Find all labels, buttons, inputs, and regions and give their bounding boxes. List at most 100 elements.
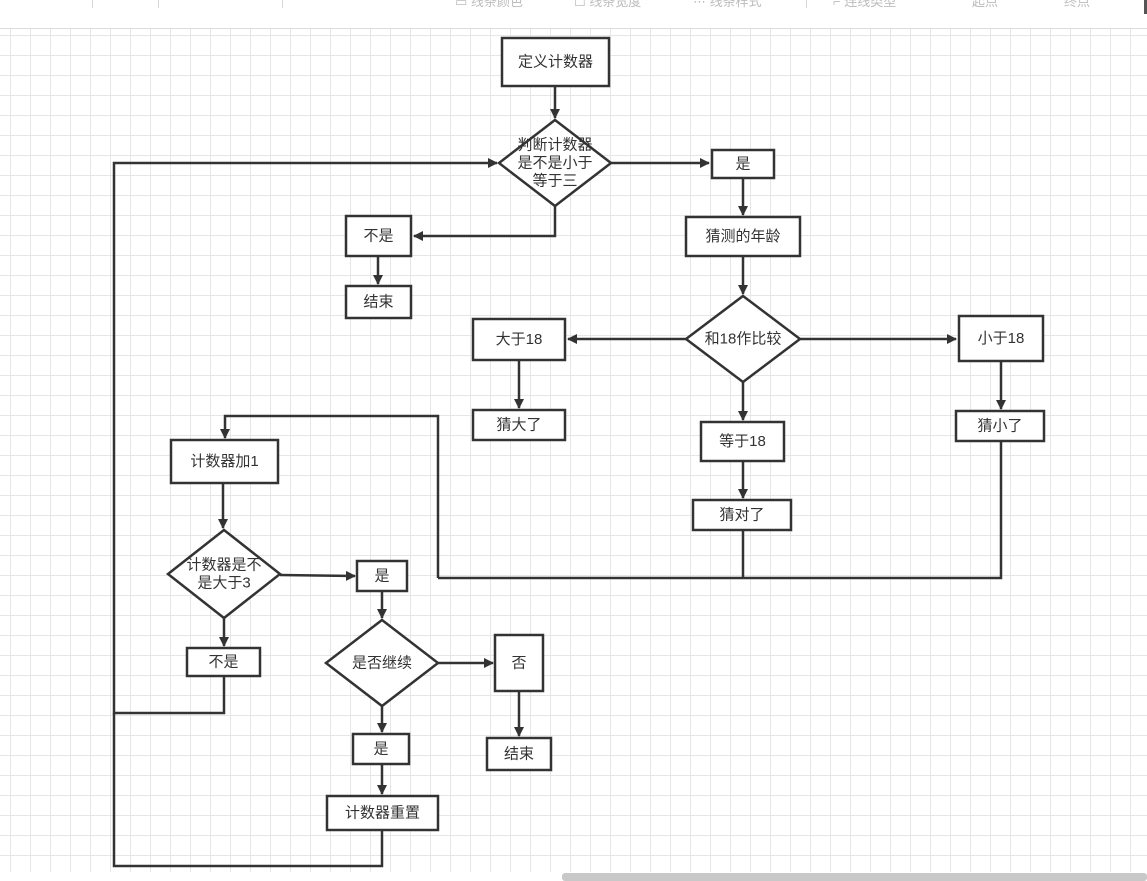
connector-no-2-to-check-counter[interactable]: [112, 158, 498, 715]
node-label: 计数器加1: [190, 453, 258, 470]
node-guess-right[interactable]: 猜对了: [691, 498, 793, 532]
node-label: 是大于3: [197, 575, 250, 592]
node-label: 计数器重置: [345, 805, 420, 822]
node-yes-2[interactable]: 是: [355, 559, 409, 593]
process-shape: [344, 284, 413, 320]
toolbar-separator: [282, 0, 283, 8]
process-shape: [954, 409, 1046, 443]
process-shape: [493, 633, 545, 693]
toolbar-line-width[interactable]: ☐ 线条宽度: [574, 0, 641, 12]
connector-guess-small-to-merge[interactable]: [438, 441, 1003, 580]
node-label: 是否继续: [352, 655, 412, 672]
node-compare-18[interactable]: 和18作比较: [683, 294, 803, 384]
decision-shape: [165, 528, 283, 620]
process-shape: [699, 420, 786, 463]
node-label: 等于三: [532, 172, 577, 190]
node-end-1[interactable]: 结束: [344, 284, 413, 320]
connector-check-counter-to-no-1[interactable]: [413, 206, 557, 241]
process-shape: [485, 736, 553, 772]
node-label: 猜小了: [977, 418, 1022, 435]
node-label: 是: [374, 568, 389, 585]
node-label: 是: [373, 741, 388, 758]
connector-icon: ⌐: [833, 0, 845, 9]
node-label: 大于18: [496, 331, 543, 348]
toolbar-end-point[interactable]: 终点: [1064, 0, 1090, 12]
decision-shape: [496, 118, 614, 208]
node-guess-big[interactable]: 猜大了: [471, 408, 567, 442]
node-label: 不是: [363, 228, 393, 245]
node-reset-counter[interactable]: 计数器重置: [325, 794, 440, 832]
toolbar-start-point[interactable]: 起点: [972, 0, 998, 12]
toolbar-label: 线条宽度: [589, 0, 642, 9]
decision-shape: [683, 294, 803, 384]
toolbar-line-color[interactable]: ▭ 线条颜色: [455, 0, 523, 12]
node-label: 是不是小于: [517, 155, 592, 172]
toolbar-label: 线条颜色: [470, 0, 523, 9]
node-define-counter[interactable]: 定义计数器: [500, 36, 611, 88]
node-label: 等于18: [719, 432, 766, 450]
node-label: 结束: [504, 746, 534, 763]
process-shape: [471, 408, 567, 442]
toolbar-label: 连线类型: [844, 0, 897, 9]
node-label: 猜对了: [719, 507, 764, 524]
process-shape: [185, 646, 262, 678]
node-label: 是: [735, 156, 750, 173]
line-color-icon: ▭: [455, 0, 471, 9]
process-shape: [471, 317, 567, 362]
toolbar-label: 起点: [972, 0, 999, 9]
node-label: 否: [511, 655, 526, 672]
node-no-1[interactable]: 不是: [344, 214, 413, 258]
node-label: 猜测的年龄: [705, 228, 780, 245]
toolbar-separator: [158, 0, 159, 8]
toolbar-line-style[interactable]: ⋯ 线条样式: [693, 0, 762, 12]
node-label: 计数器是不: [186, 557, 261, 574]
node-end-2[interactable]: 结束: [485, 736, 553, 772]
line-style-icon: ⋯: [693, 0, 710, 9]
process-shape: [351, 732, 411, 766]
node-guess-age[interactable]: 猜测的年龄: [684, 215, 802, 258]
connector-reset-counter-to-left-loop[interactable]: [112, 713, 384, 868]
format-toolbar: ▭ 线条颜色 ☐ 线条宽度 ⋯ 线条样式 ⌐ 连线类型 起点 终点: [0, 0, 1147, 29]
node-greater-18[interactable]: 大于18: [471, 317, 567, 362]
node-label: 定义计数器: [518, 54, 593, 71]
process-shape: [684, 215, 802, 258]
toolbar-edge: [1144, 0, 1147, 14]
node-guess-small[interactable]: 猜小了: [954, 409, 1046, 443]
line-width-icon: ☐: [574, 0, 590, 9]
node-label: 小于18: [978, 330, 1025, 347]
connector-merge-to-counter-plus-1[interactable]: [220, 414, 440, 578]
node-continue[interactable]: 是否继续: [323, 618, 441, 708]
connector-check-gt-3-to-yes-2[interactable]: [279, 570, 356, 581]
decision-shape: [323, 618, 441, 708]
process-shape: [169, 438, 280, 485]
node-no-continue[interactable]: 否: [493, 633, 545, 693]
toolbar-label: 终点: [1064, 0, 1091, 9]
process-shape: [344, 214, 413, 258]
toolbar-connector-type[interactable]: ⌐ 连线类型: [833, 0, 896, 12]
node-label: 不是: [208, 654, 238, 671]
node-yes-3[interactable]: 是: [351, 732, 411, 766]
node-label: 猜大了: [496, 417, 541, 434]
node-less-18[interactable]: 小于18: [957, 314, 1045, 363]
process-shape: [691, 498, 793, 532]
process-shape: [325, 794, 440, 832]
horizontal-scrollbar[interactable]: [562, 873, 1147, 881]
toolbar-separator: [806, 0, 807, 8]
node-label: 和18作比较: [705, 330, 782, 348]
node-yes-1[interactable]: 是: [710, 148, 776, 180]
node-no-2[interactable]: 不是: [185, 646, 262, 678]
process-shape: [500, 36, 611, 88]
process-shape: [957, 314, 1045, 363]
toolbar-separator: [92, 0, 93, 8]
node-equal-18[interactable]: 等于18: [699, 420, 786, 463]
node-counter-plus-1[interactable]: 计数器加1: [169, 438, 280, 485]
node-label: 判断计数器: [517, 137, 592, 154]
toolbar-label: 线条样式: [709, 0, 762, 9]
node-label: 结束: [363, 294, 393, 311]
process-shape: [355, 559, 409, 593]
process-shape: [710, 148, 776, 180]
